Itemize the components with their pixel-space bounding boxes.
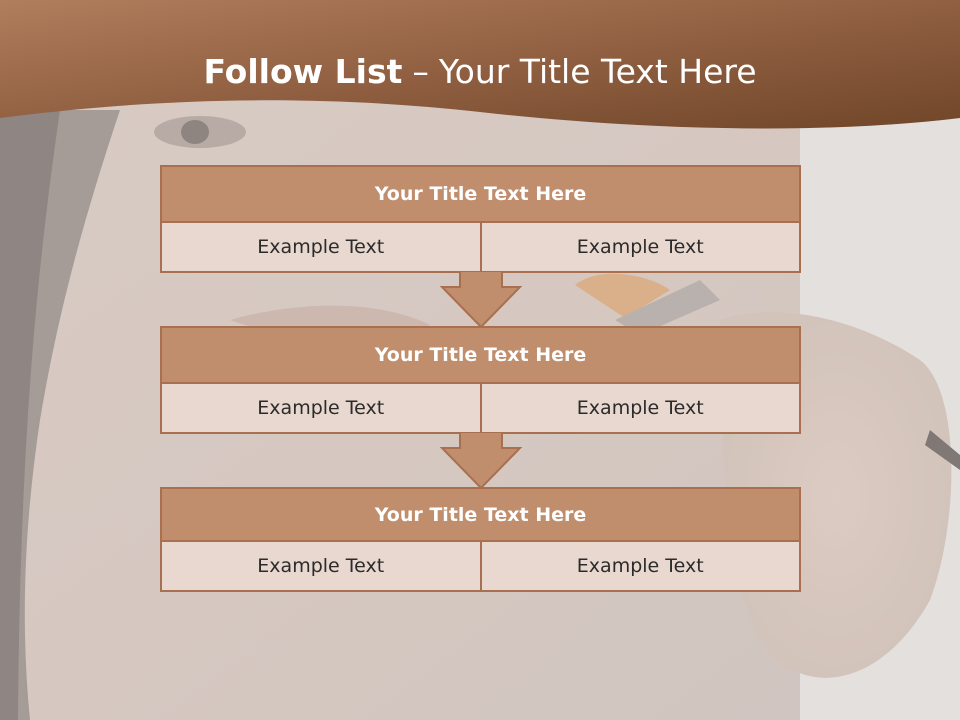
block-title: Your Title Text Here xyxy=(160,165,801,223)
block-cell-right: Example Text xyxy=(481,223,801,273)
block-row: Example Text Example Text xyxy=(160,223,801,273)
block-title: Your Title Text Here xyxy=(160,487,801,542)
slide-title: Follow List–Your Title Text Here xyxy=(0,52,960,91)
follow-block-2: Your Title Text Here Example Text Exampl… xyxy=(160,326,801,434)
block-cell-left: Example Text xyxy=(160,542,482,592)
title-bold: Follow List xyxy=(203,52,403,91)
block-cell-left: Example Text xyxy=(160,223,482,273)
follow-block-3: Your Title Text Here Example Text Exampl… xyxy=(160,487,801,592)
block-title: Your Title Text Here xyxy=(160,326,801,384)
follow-block-1: Your Title Text Here Example Text Exampl… xyxy=(160,165,801,273)
block-cell-left: Example Text xyxy=(160,384,482,434)
down-arrow-icon xyxy=(439,432,523,490)
block-cell-right: Example Text xyxy=(481,542,801,592)
block-cell-right: Example Text xyxy=(481,384,801,434)
block-row: Example Text Example Text xyxy=(160,542,801,592)
title-rest: Your Title Text Here xyxy=(438,52,757,91)
down-arrow-icon xyxy=(439,271,523,329)
block-row: Example Text Example Text xyxy=(160,384,801,434)
title-separator: – xyxy=(412,52,429,91)
header-band xyxy=(0,0,960,129)
